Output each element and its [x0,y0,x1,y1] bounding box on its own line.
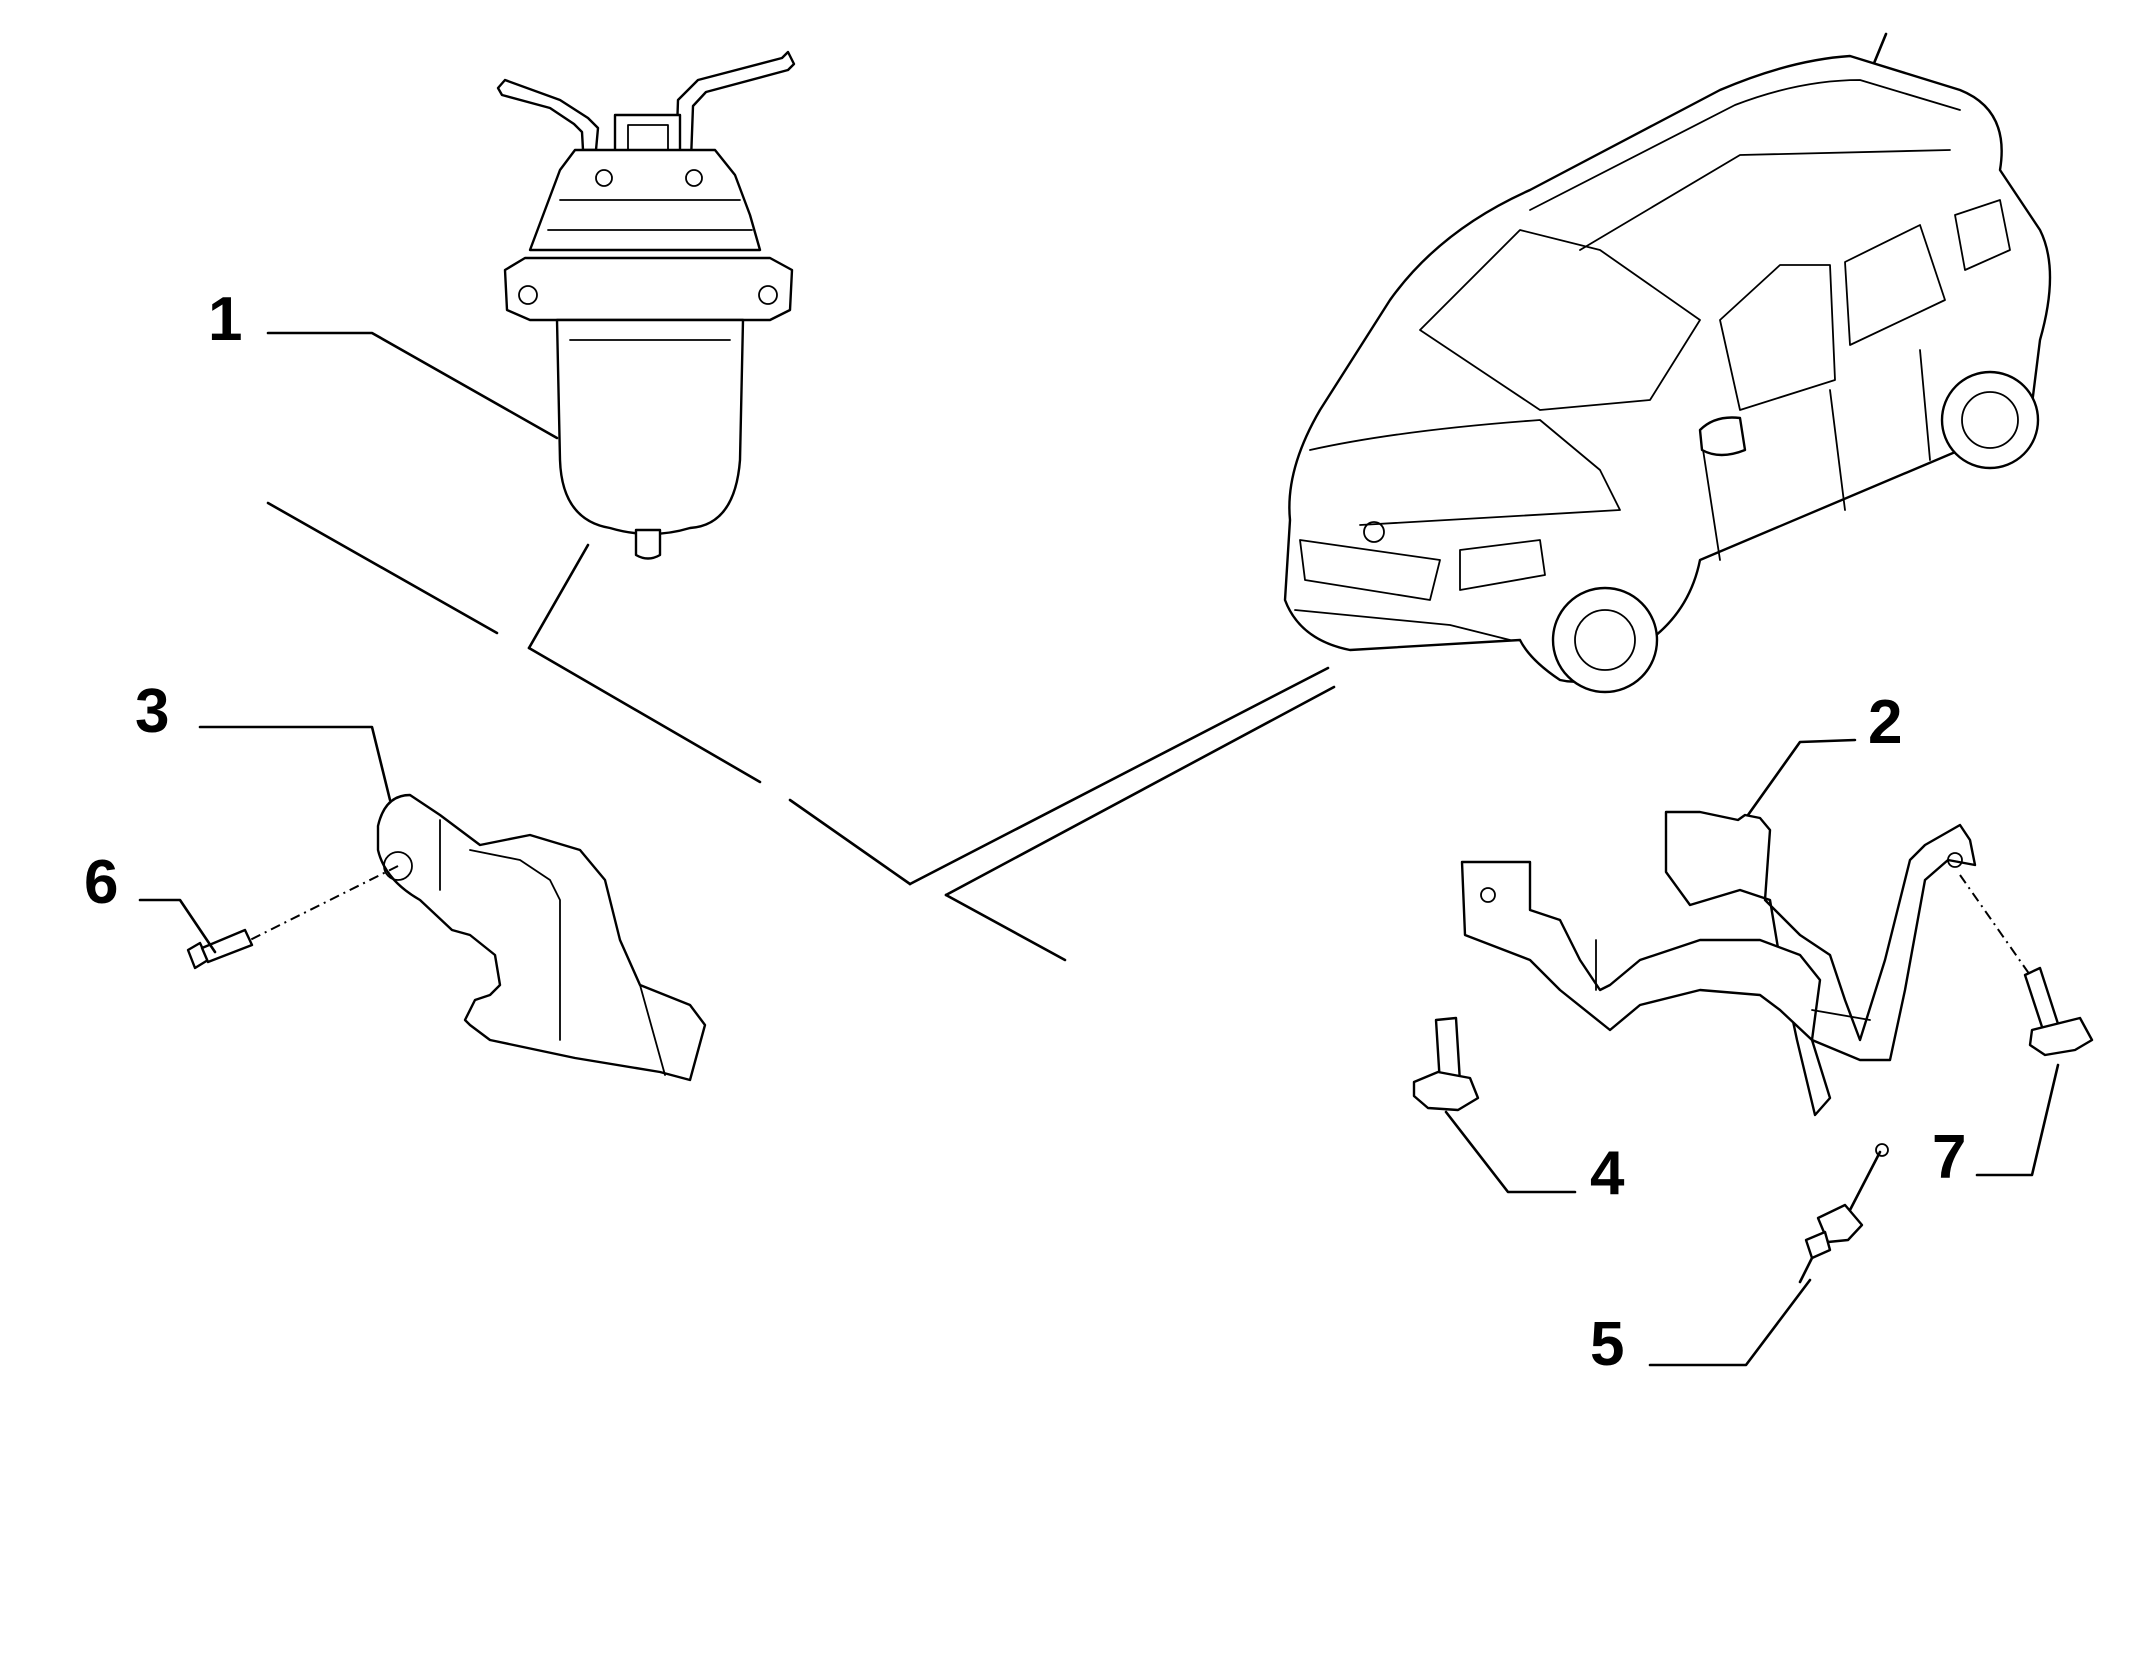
leader-lines [138,331,2060,1367]
assembly-guide-lines [266,501,1336,962]
callout-1: 1 [208,285,242,354]
callout-5: 5 [1590,1310,1624,1379]
fuel-filter-part [496,50,796,560]
clip-part-5 [1798,1143,1889,1284]
bolt-part-4 [1412,1016,1480,1112]
callout-4: 4 [1590,1139,1625,1208]
callout-6: 6 [84,848,118,917]
callout-2: 2 [1868,688,1902,757]
screw-part-6 [186,865,399,970]
clamp-strap-part [1460,810,1977,1117]
bolt-part-7 [1959,874,2094,1057]
callout-3: 3 [135,677,169,746]
bracket-part [376,793,707,1082]
callout-labels: 1 2 3 4 5 6 7 [84,285,1966,1379]
callout-7: 7 [1932,1123,1966,1192]
car-illustration [1283,32,2052,694]
